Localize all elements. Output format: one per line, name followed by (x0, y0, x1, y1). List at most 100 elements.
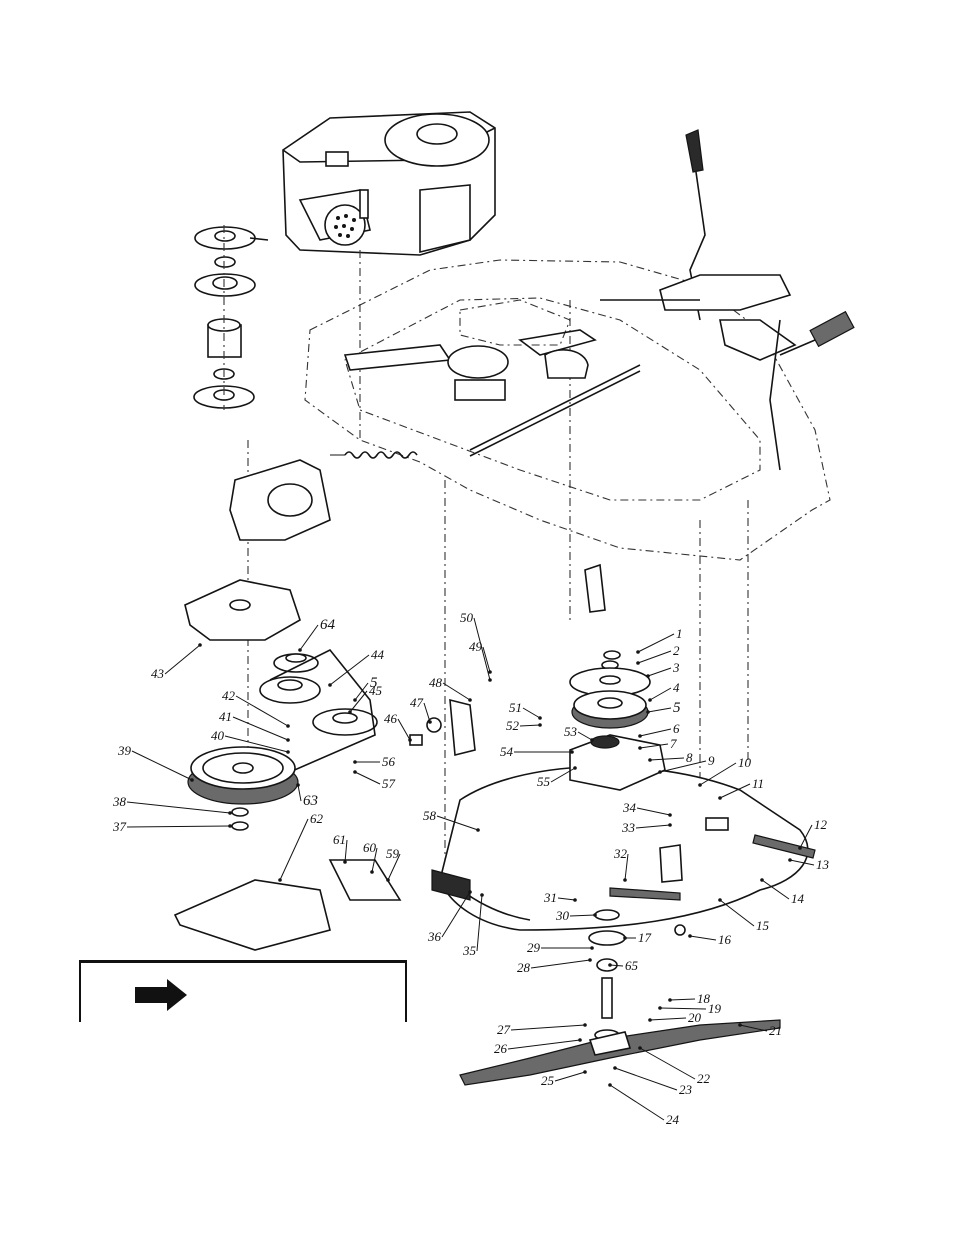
callout-label-61: 61 (333, 832, 346, 847)
callout-arrowhead (480, 893, 484, 897)
callout-arrowhead (588, 958, 592, 962)
callout-arrowhead (646, 710, 650, 714)
callout-arrowhead (668, 813, 672, 817)
legend-box (79, 960, 407, 1022)
callout-leader (132, 751, 192, 780)
callout-label-51: 51 (509, 700, 522, 715)
callout-arrowhead (593, 913, 597, 917)
discharge-chute (175, 860, 470, 950)
callout-label-11: 11 (752, 776, 764, 791)
mount-plate (230, 460, 330, 540)
callout-leader (511, 1025, 585, 1030)
callout-arrowhead (370, 870, 374, 874)
callout-label-3: 3 (672, 660, 680, 675)
callout-arrowhead (348, 710, 352, 714)
callout-leader (300, 625, 318, 650)
callout-leader (650, 1018, 686, 1020)
callout-arrowhead (353, 698, 357, 702)
callout-arrowhead (668, 998, 672, 1002)
callout-arrowhead (638, 746, 642, 750)
callout-label-28: 28 (517, 960, 531, 975)
callout-arrowhead (613, 1066, 617, 1070)
callout-label-17: 17 (638, 930, 652, 945)
callout-arrowhead (343, 860, 347, 864)
callout-label-38: 38 (112, 794, 127, 809)
callout-label-47: 47 (410, 695, 424, 710)
callout-label-13: 13 (816, 857, 830, 872)
callout-leader (127, 802, 230, 813)
callout-leader (555, 1072, 585, 1081)
callout-label-55: 55 (537, 774, 551, 789)
callout-leader (690, 936, 716, 940)
callout-arrowhead (286, 724, 290, 728)
callout-arrowhead (623, 936, 627, 940)
callout-leader (610, 1085, 664, 1120)
callout-label-52: 52 (506, 718, 520, 733)
engine (283, 112, 495, 255)
callout-leader (615, 1068, 677, 1090)
callout-label-4: 4 (673, 680, 680, 695)
callout-label-40: 40 (211, 728, 225, 743)
callout-label-64: 64 (320, 617, 336, 633)
callout-label-9: 9 (708, 753, 715, 768)
callout-label-20: 20 (688, 1010, 702, 1025)
callout-label-22: 22 (697, 1071, 711, 1086)
callout-label-10: 10 (738, 755, 752, 770)
callout-label-7: 7 (670, 736, 677, 751)
callout-leader (424, 703, 430, 722)
callout-arrowhead (578, 1038, 582, 1042)
callout-label-21: 21 (769, 1023, 782, 1038)
callout-label-6: 6 (673, 721, 680, 736)
callout-leader (298, 785, 301, 801)
callout-arrowhead (228, 824, 232, 828)
callout-label-58: 58 (423, 808, 437, 823)
callout-arrowhead (353, 760, 357, 764)
callout-arrowhead (488, 678, 492, 682)
callout-label-46: 46 (384, 711, 398, 726)
callout-leader (660, 761, 706, 772)
callout-label-23: 23 (679, 1082, 693, 1097)
callout-leader (660, 1008, 706, 1009)
callout-leader (127, 826, 230, 827)
callout-arrowhead (608, 1083, 612, 1087)
callout-arrowhead (718, 796, 722, 800)
callout-label-31: 31 (543, 890, 557, 905)
callout-arrowhead (570, 750, 574, 754)
callout-arrowhead (408, 738, 412, 742)
callout-label-63: 63 (303, 793, 318, 809)
callout-arrowhead (658, 770, 662, 774)
callout-arrowhead (636, 661, 640, 665)
callout-arrowhead (228, 811, 232, 815)
callout-arrowhead (286, 738, 290, 742)
bracket-plate (185, 580, 300, 640)
callout-leader (531, 960, 590, 968)
callout-label-43: 43 (151, 666, 165, 681)
callout-leader (330, 655, 369, 685)
callout-arrowhead (538, 716, 542, 720)
callout-label-41: 41 (219, 709, 232, 724)
callout-arrowhead (590, 738, 594, 742)
upper-spring (330, 452, 417, 458)
callout-leader (398, 719, 410, 740)
callout-label-49: 49 (469, 639, 483, 654)
callout-arrowhead (623, 878, 627, 882)
callout-arrowhead (738, 1023, 742, 1027)
callout-arrowhead (468, 890, 472, 894)
callout-arrowhead (638, 734, 642, 738)
callout-arrowhead (198, 643, 202, 647)
callout-label-37: 37 (112, 819, 127, 834)
callout-arrowhead (668, 823, 672, 827)
callout-label-29: 29 (527, 940, 541, 955)
callout-label-54: 54 (500, 744, 514, 759)
callout-leader (650, 688, 671, 700)
callout-label-44: 44 (371, 647, 385, 662)
callout-arrowhead (286, 750, 290, 754)
callout-arrowhead (278, 878, 282, 882)
callout-label-36: 36 (427, 929, 442, 944)
callout-leader (670, 999, 695, 1000)
callout-arrowhead (698, 783, 702, 787)
callout-arrowhead (190, 778, 194, 782)
callout-label-33: 33 (621, 820, 636, 835)
